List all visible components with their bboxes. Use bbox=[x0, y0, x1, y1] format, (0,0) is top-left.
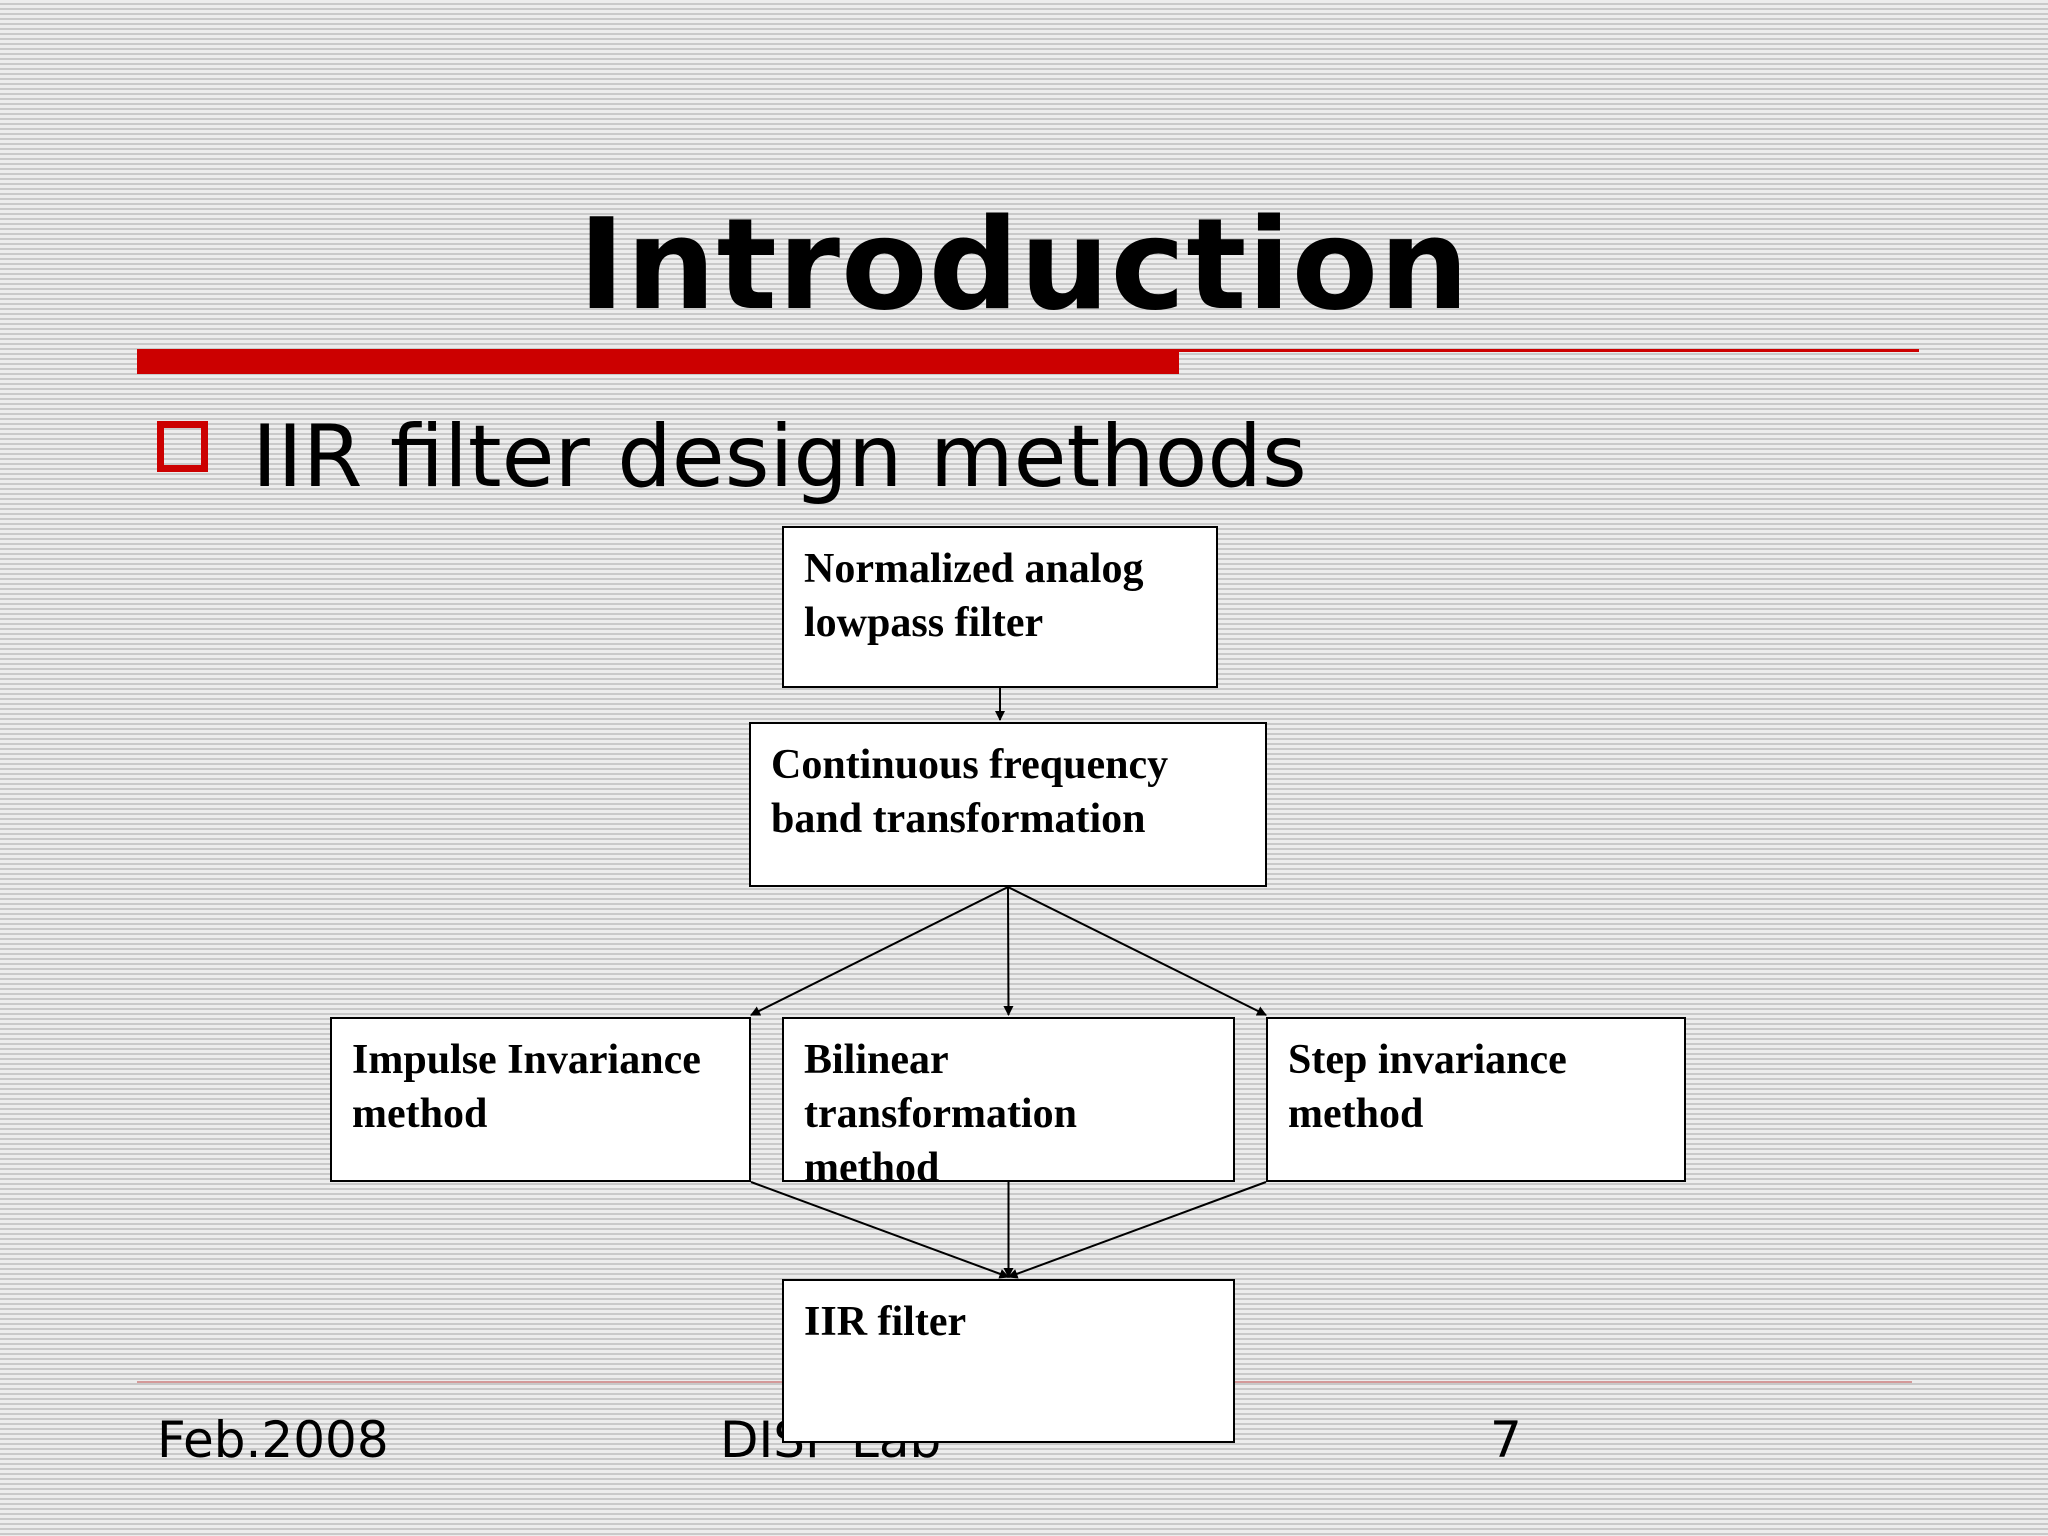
node-step-invariance-method: Step invariance method bbox=[1266, 1017, 1686, 1182]
node-text-line: Normalized analog bbox=[804, 546, 1144, 592]
node-iir-filter: IIR filter bbox=[782, 1279, 1235, 1443]
footer-date: Feb.2008 bbox=[157, 1411, 389, 1469]
footer-page-number: 7 bbox=[1490, 1411, 1522, 1469]
node-text-line: transformation bbox=[804, 1091, 1077, 1137]
connector-impulse-to-iir bbox=[750, 1181, 1010, 1279]
connector-continuous-to-step bbox=[1007, 886, 1267, 1016]
connector-continuous-to-impulse bbox=[750, 886, 1009, 1016]
bullet-text: IIR filter design methods bbox=[252, 407, 1307, 507]
node-text-line: Step invariance bbox=[1288, 1037, 1567, 1083]
node-bilinear-transformation-method: Bilinear transformation method bbox=[782, 1017, 1235, 1191]
node-text-line: Continuous frequency bbox=[771, 742, 1169, 788]
node-text-line: Bilinear bbox=[804, 1037, 949, 1083]
node-text-line: band transformation bbox=[771, 796, 1146, 842]
node-continuous-frequency-band-transformation: Continuous frequency band transformation bbox=[749, 722, 1267, 887]
connector-continuous-to-bilinear bbox=[1003, 886, 1014, 1016]
bullet-square-icon bbox=[157, 421, 208, 472]
node-text-line: lowpass filter bbox=[804, 600, 1044, 646]
node-text-line: method bbox=[804, 1145, 940, 1191]
node-normalized-analog-lowpass-filter: Normalized analog lowpass filter bbox=[782, 526, 1218, 688]
node-text-line: method bbox=[352, 1091, 488, 1137]
node-text-line: Impulse Invariance bbox=[352, 1037, 701, 1083]
node-text-line: method bbox=[1288, 1091, 1424, 1137]
node-impulse-invariance-method: Impulse Invariance method bbox=[330, 1017, 751, 1182]
slide-title: Introduction bbox=[578, 191, 1470, 338]
node-text-line: IIR filter bbox=[804, 1299, 967, 1345]
title-underline-thick bbox=[137, 349, 1179, 374]
title-underline-thin bbox=[1179, 349, 1919, 352]
connector-step-to-iir bbox=[1007, 1181, 1267, 1279]
